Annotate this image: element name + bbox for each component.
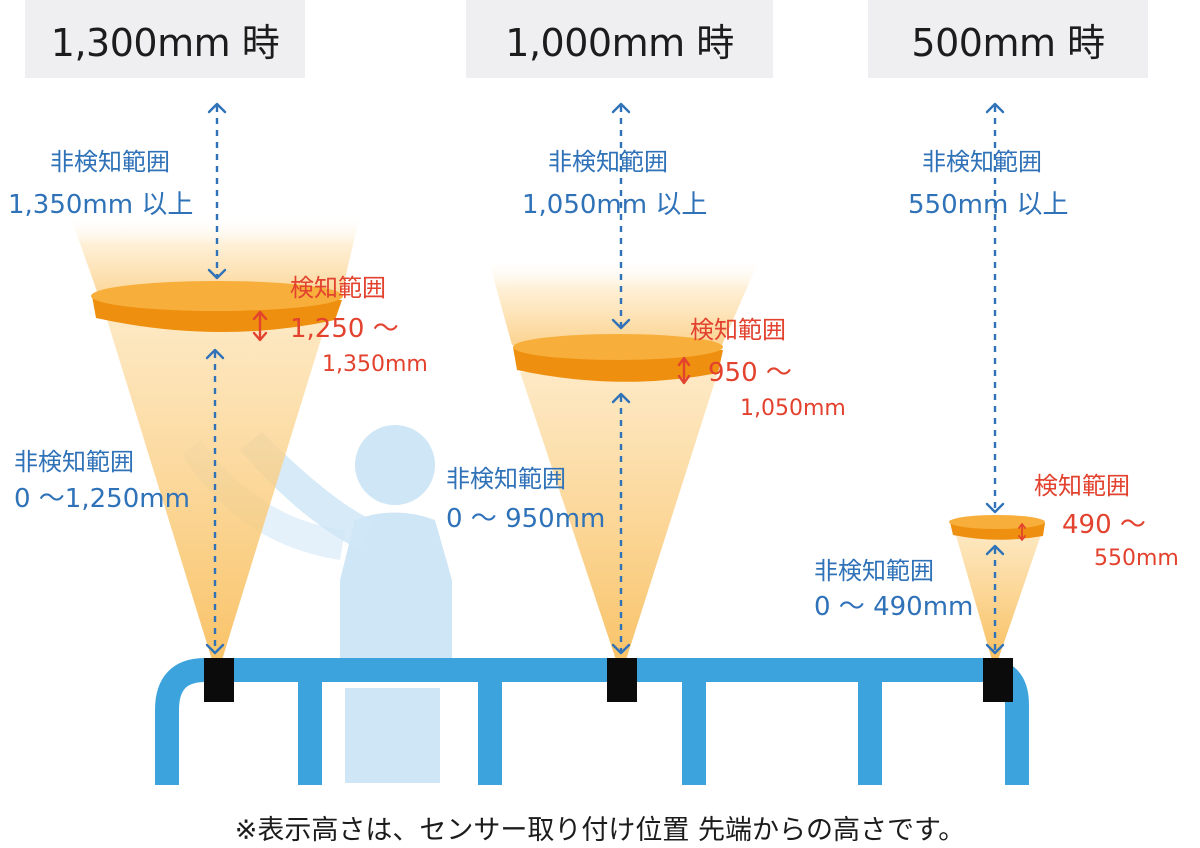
double-arrow-icon [677, 356, 691, 385]
non-detect-top-value-2: 1,050mm 以上 [522, 190, 708, 220]
detect-disc-2 [513, 334, 723, 382]
detect-line1-1: 1,250 ～ [290, 314, 399, 344]
non-detect-bottom-title-3: 非検知範囲 [814, 557, 934, 585]
non-detect-arrow-2-bottom [611, 392, 631, 655]
non-detect-bottom-value-1: 0 ～1,250mm [14, 484, 190, 514]
sensor-icon [983, 658, 1013, 702]
sensor-icon [607, 658, 637, 702]
non-detect-arrow-3-top [985, 102, 1005, 514]
double-arrow-icon [252, 310, 268, 342]
non-detect-top-title-2: 非検知範囲 [548, 148, 668, 176]
railing-icon [155, 658, 1029, 785]
non-detect-top-value-3: 550mm 以上 [908, 190, 1069, 220]
footnote: ※表示高さは、センサー取り付け位置 先端からの高さです。 [234, 815, 966, 846]
cone-1-lower [104, 310, 330, 660]
non-detect-arrow-3-bottom [985, 544, 1005, 655]
non-detect-top-title-1: 非検知範囲 [50, 148, 170, 176]
non-detect-bottom-title-2: 非検知範囲 [446, 465, 566, 493]
double-arrow-icon [1018, 523, 1026, 541]
detect-title-2: 検知範囲 [690, 316, 786, 344]
detect-line2-1: 1,350mm [322, 352, 428, 377]
detect-line1-3: 490 ～ [1062, 510, 1146, 540]
detect-title-3: 検知範囲 [1034, 472, 1130, 500]
detect-line1-2: 950 ～ [708, 358, 792, 388]
panel-2-header: 1,000mm 時 [466, 0, 773, 78]
cone-2-upper [488, 258, 760, 345]
panel-2-header-text: 1,000mm 時 [505, 20, 734, 65]
detect-disc-3 [949, 515, 1045, 540]
panel-1-header-text: 1,300mm 時 [50, 20, 280, 65]
non-detect-top-title-3: 非検知範囲 [922, 148, 1042, 176]
detect-line2-3: 550mm [1094, 546, 1179, 571]
non-detect-bottom-value-2: 0 ～ 950mm [446, 504, 606, 534]
detect-line2-2: 1,050mm [740, 396, 846, 421]
non-detect-arrow-1-top [207, 102, 227, 280]
non-detect-bottom-value-3: 0 ～ 490mm [814, 592, 974, 622]
cone-2-lower [520, 372, 718, 660]
panel-3-header: 500mm 時 [868, 0, 1148, 78]
non-detect-arrow-1-bottom [205, 348, 225, 655]
panel-3-header-text: 500mm 時 [911, 20, 1105, 65]
panel-1-header: 1,300mm 時 [25, 0, 305, 78]
sensor-icon [204, 658, 234, 702]
cone-3-lower [955, 532, 1042, 660]
detect-disc-1 [91, 281, 343, 333]
non-detect-arrow-2-top [611, 102, 631, 330]
cone-1-upper [70, 215, 360, 300]
non-detect-bottom-title-1: 非検知範囲 [14, 448, 134, 476]
non-detect-top-value-1: 1,350mm 以上 [8, 190, 194, 220]
detect-title-1: 検知範囲 [290, 274, 386, 302]
